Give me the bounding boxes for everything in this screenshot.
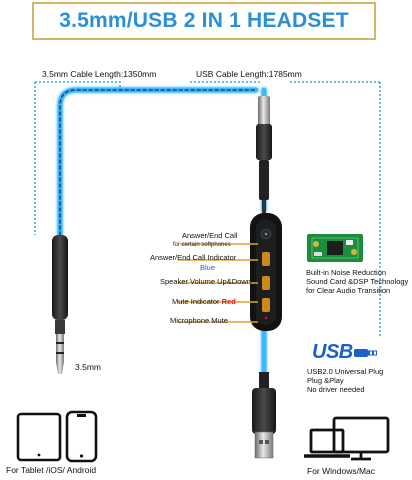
label-call-indicator: Answer/End Call Indicator xyxy=(150,253,237,262)
label-mute-indicator-color-red: Red xyxy=(221,297,236,306)
title-banner: 3.5mm/USB 2 IN 1 HEADSET xyxy=(32,2,376,40)
dsp-line-1: Built-in Noise Reduction xyxy=(306,268,387,277)
label-mute-indicator-row: Mute Indicator Red xyxy=(172,297,236,306)
label-answer-end-call: Answer/End Call xyxy=(182,231,238,240)
sound-card-chip xyxy=(307,234,363,262)
usb-feature-text: USB2.0 Universal Plug Plug &Play No driv… xyxy=(307,367,383,394)
right-cable-length: USB Cable Length:1785mm xyxy=(196,69,302,79)
dsp-line-2: Sound Card &DSP Technology xyxy=(306,277,409,286)
label-speaker-volume: Speaker Volume Up&Down xyxy=(160,277,251,286)
monitor-icon xyxy=(332,416,390,461)
inline-connector xyxy=(256,96,272,218)
control-box xyxy=(250,213,282,331)
laptop-icon xyxy=(304,428,350,458)
usb-plug xyxy=(252,372,276,459)
left-cable xyxy=(57,87,259,238)
mobile-devices-caption: For Tablet /iOS/ Android xyxy=(6,465,97,475)
length-guides xyxy=(34,81,381,336)
label-microphone-mute: Microphone Mute xyxy=(170,316,228,325)
jack-label: 3.5mm xyxy=(75,362,101,372)
jack-plug xyxy=(52,235,68,374)
label-mute-indicator: Mute Indicator xyxy=(172,297,220,306)
usb-logo-text: USB xyxy=(312,341,353,363)
usb-logo: USB xyxy=(312,341,379,364)
tablet-icon xyxy=(16,412,62,462)
label-indicator-color-blue: Blue xyxy=(200,263,216,272)
computer-devices-caption: For Windows/Mac xyxy=(307,466,376,476)
usb-line-3: No driver needed xyxy=(307,385,365,394)
usb-line-2: Plug &Play xyxy=(307,376,344,385)
phone-icon xyxy=(65,410,98,463)
dsp-line-3: for Clear Audio Transition xyxy=(306,286,391,295)
usb-connector-icon xyxy=(353,348,377,357)
dsp-feature-text: Built-in Noise Reduction Sound Card &DSP… xyxy=(306,268,408,295)
pointer-lines xyxy=(178,243,258,323)
usb-line-1: USB2.0 Universal Plug xyxy=(307,367,384,376)
label-answer-end-call-sub: for certain softphones xyxy=(173,242,231,248)
left-cable-length: 3.5mm Cable Length:1350mm xyxy=(42,69,157,79)
page-title: 3.5mm/USB 2 IN 1 HEADSET xyxy=(59,9,349,32)
